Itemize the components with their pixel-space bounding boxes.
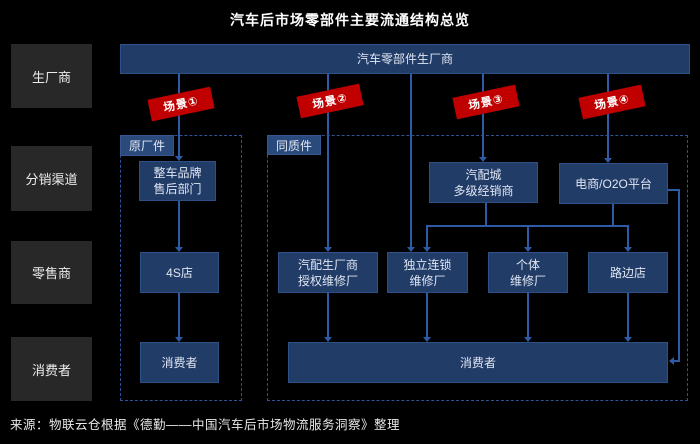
connector-split-to-chain [426,225,428,247]
node-roadside-store: 路边店 [588,252,668,293]
node-authorized-repair: 汽配生厂商 授权维修厂 [278,252,378,293]
node-4s-store: 4S店 [140,252,219,293]
node-label: 电商/O2O平台 [575,176,652,191]
page-title: 汽车后市场零部件主要流通结构总览 [230,12,470,28]
node-label: 汽车零部件生厂商 [356,52,453,66]
connector-chain-to-consumer [426,293,428,337]
arrowhead-icon [423,337,431,342]
node-label: 独立连锁 [403,257,452,272]
node-label: 消费者 [161,355,198,370]
connector-individual-to-consumer [527,293,529,337]
connector-ecommerce-down [612,204,614,226]
node-consumer-left: 消费者 [140,342,219,383]
row-label-consumer: 消费者 [11,337,92,401]
arrowhead-icon [479,157,487,162]
connector-s2-to-authorized [327,74,329,247]
arrowhead-icon [624,337,632,342]
node-label: 维修厂 [409,273,446,288]
node-label: 售后部门 [153,182,202,196]
scenario-badge-1: 场景① [147,86,215,122]
row-label-distribution: 分销渠道 [11,146,92,211]
connector-s3-to-partscity [482,74,484,157]
node-chain-repair: 独立连锁 维修厂 [387,252,468,293]
arrowhead-icon [175,337,183,342]
connector-brand-to-4s [178,201,180,247]
arrowhead-left-icon [669,357,674,365]
node-individual-repair: 个体 维修厂 [488,252,568,293]
node-label: 多级经销商 [453,183,514,198]
row-label-manufacturer: 生厂商 [11,44,92,108]
connector-split-to-individual [527,225,529,247]
arrowhead-icon [604,158,612,163]
source-note: 来源：物联云仓根据《德勤——中国汽车后市场物流服务洞察》整理 [10,418,401,432]
group-label-same-quality-parts: 同质件 [267,135,321,155]
scenario-badge-4: 场景④ [578,84,646,120]
scenario-badge-2: 场景② [296,83,364,119]
connector-ecommerce-elbow-top [668,189,680,191]
node-label: 汽配城 [465,167,502,182]
arrowhead-icon [423,247,431,252]
arrowhead-icon [624,247,632,252]
group-original-parts [120,135,242,401]
connector-partscity-down [485,203,487,226]
arrowhead-icon [524,337,532,342]
scenario-badge-3: 场景③ [452,84,520,120]
connector-s4-to-ecommerce [607,74,609,158]
connector-split-to-roadside [627,225,629,247]
node-label: 整车品牌 [153,166,202,180]
arrowhead-icon [407,247,415,252]
node-manufacturer: 汽车零部件生厂商 [120,44,690,74]
node-ecommerce: 电商/O2O平台 [559,163,668,204]
row-label-retailer: 零售商 [11,241,92,304]
node-label: 路边店 [609,265,646,280]
node-label: 消费者 [459,355,496,370]
connector-s2-to-chain [410,74,412,247]
group-label-original-parts: 原厂件 [120,135,174,156]
arrowhead-icon [175,247,183,252]
arrowhead-icon [175,156,183,161]
node-brand-aftersales: 整车品牌 售后部门 [139,161,216,201]
node-label: 个体 [515,257,540,272]
arrowhead-icon [324,247,332,252]
group-same-quality-parts [267,135,688,401]
connector-4s-to-consumer [178,293,180,337]
arrowhead-icon [324,337,332,342]
node-label: 4S店 [166,265,193,280]
node-parts-city-dealer: 汽配城 多级经销商 [429,162,538,203]
connector-authorized-to-consumer [327,293,329,337]
node-consumer-right: 消费者 [288,342,668,383]
node-label: 维修厂 [509,273,546,288]
arrowhead-icon [524,247,532,252]
connector-ecommerce-elbow-side [678,189,680,362]
node-label: 汽配生厂商 [297,257,358,272]
connector-ecommerce-elbow-bottom [674,360,680,362]
node-label: 授权维修厂 [297,273,358,288]
connector-roadside-to-consumer [627,293,629,337]
